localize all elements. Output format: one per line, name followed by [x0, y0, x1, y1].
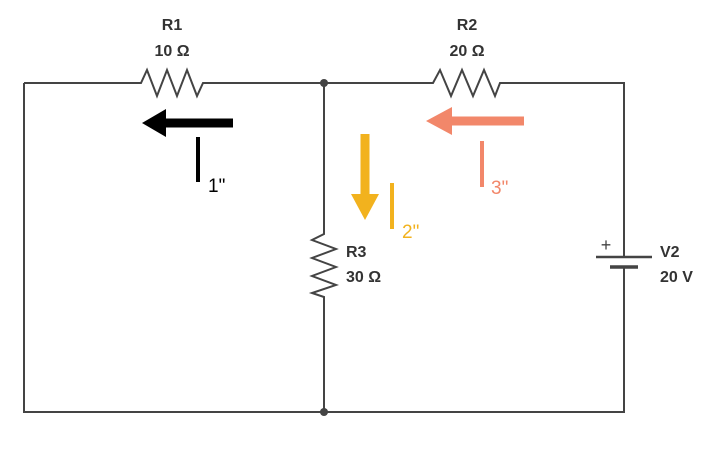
r2-resistor: [425, 67, 508, 99]
current-i2: 2": [351, 134, 419, 243]
current-i1: 1": [142, 109, 233, 197]
v2-polarity: +: [601, 235, 612, 255]
r2-name: R2: [457, 17, 478, 34]
top-wire-right: [508, 82, 625, 246]
v2-value: 20 V: [660, 269, 693, 286]
r3-value: 30 Ω: [346, 269, 381, 286]
r1-name: R1: [162, 17, 183, 34]
v2-battery: [596, 246, 652, 269]
current-i3-arrow-head: [426, 107, 452, 135]
current-i2-arrow-head: [351, 194, 379, 220]
r1-resistor: [133, 67, 211, 99]
r3-name: R3: [346, 244, 367, 261]
v2-name: V2: [660, 244, 680, 261]
junction-top: [320, 79, 328, 87]
current-i2-label: 2": [402, 222, 419, 243]
wires: [23, 82, 625, 413]
r3-resistor: [308, 228, 339, 300]
current-i3: 3": [426, 107, 524, 199]
current-i1-label: 1": [208, 176, 225, 197]
current-i3-label: 3": [491, 178, 508, 199]
r2-value: 20 Ω: [449, 43, 484, 60]
current-i1-arrow-head: [142, 109, 166, 137]
junction-bottom: [320, 408, 328, 416]
r1-value: 10 Ω: [154, 43, 189, 60]
